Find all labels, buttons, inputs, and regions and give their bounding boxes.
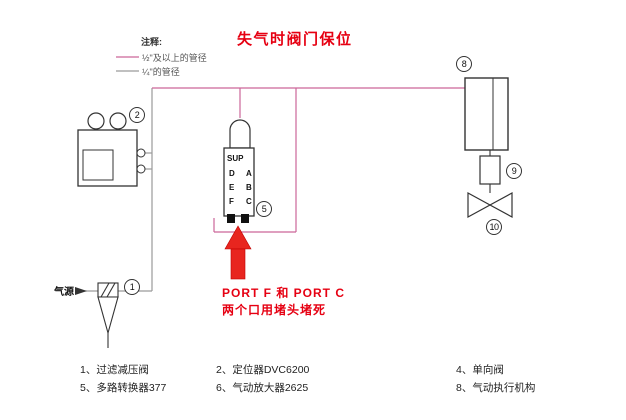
positioner-symbol: [77, 112, 146, 187]
valve-body-left-triangle: [467, 191, 492, 219]
legend-item-positioner: 2、定位器DVC6200: [216, 364, 310, 376]
booster-block: [479, 155, 501, 185]
callout-2-positioner: 2: [129, 107, 145, 123]
gauge-right-icon: [109, 112, 127, 130]
valve-body-right-triangle: [488, 191, 513, 219]
legend-item-booster: 6、气动放大器2625: [216, 382, 309, 394]
note-half-inch-label: ½"及以上的管径: [142, 53, 207, 63]
annotation-line-1: PORT F 和 PORT C: [222, 286, 346, 300]
actuator-body: [464, 77, 509, 151]
red-arrow-icon: [224, 225, 252, 280]
callout-5-trip-valve: 5: [256, 201, 272, 217]
filter-bowl: [97, 296, 119, 336]
air-source-label: 气源: [54, 287, 74, 298]
port-label-c: C: [246, 197, 252, 206]
air-source-arrow-icon: [75, 287, 87, 295]
legend-item-check-valve: 4、单向阀: [456, 364, 504, 376]
filter-regulator-symbol: [97, 282, 119, 348]
actuator-assembly: [464, 77, 513, 219]
positioner-port-top: [136, 148, 146, 158]
legend-item-trip-valve: 5、多路转换器377: [80, 382, 167, 394]
red-arrow-shaft: [230, 248, 246, 280]
filter-hatch-1: [100, 282, 110, 298]
positioner-inner-block: [82, 149, 114, 181]
note-quarter-inch-label: ¼"的管径: [142, 67, 180, 77]
port-label-b: B: [246, 183, 252, 192]
callout-8-actuator: 8: [456, 56, 472, 72]
positioner-port-bottom: [136, 164, 146, 174]
port-label-a: A: [246, 169, 252, 178]
annotation-line-2: 两个口用堵头堵死: [222, 303, 327, 317]
callout-1-filter: 1: [124, 279, 140, 295]
port-label-f: F: [229, 197, 234, 206]
page-title: 失气时阀门保位: [237, 31, 353, 48]
trip-valve-body: [223, 147, 255, 217]
legend-item-filter: 1、过滤减压阀: [80, 364, 149, 376]
filter-hatch-2: [106, 282, 116, 298]
pipes-half-inch: [152, 87, 465, 233]
trip-valve-dome: [229, 119, 251, 149]
port-label-sup: SUP: [227, 154, 244, 163]
port-c-plug: [241, 214, 249, 223]
callout-10-valve: 10: [486, 219, 502, 235]
legend-item-actuator: 8、气动执行机构: [456, 382, 536, 394]
notes-heading: 注释:: [141, 37, 162, 47]
port-label-d: D: [229, 169, 235, 178]
port-f-plug: [227, 214, 235, 223]
red-arrow-head: [224, 225, 252, 250]
trip-valve-symbol: [223, 119, 255, 223]
port-label-e: E: [229, 183, 235, 192]
callout-9-booster: 9: [506, 163, 522, 179]
gauge-left-icon: [87, 112, 105, 130]
